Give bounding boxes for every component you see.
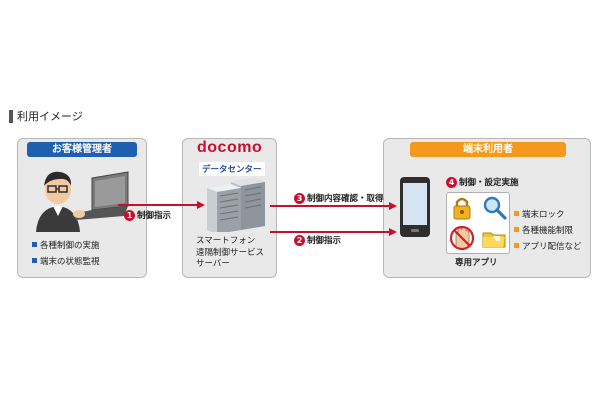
server-caption: スマートフォン 遠隔制御サービス サーバー [196,236,265,269]
bullet-icon [514,243,519,248]
admin-title: お客様管理者 [27,142,137,157]
person-at-laptop-icon [36,171,129,232]
bullet-icon [514,211,519,216]
page-heading: 利用イメージ [17,110,83,123]
magnifier-icon [480,194,508,222]
folder-icon [480,224,508,252]
app-label: 専用アプリ [455,258,498,268]
user-item: アプリ配信など [514,241,582,253]
user-item: 各種機能制限 [514,225,573,237]
hand-stop-icon [448,224,476,252]
server-icon [207,178,265,232]
bullet-icon [32,242,37,247]
user-title: 端末利用者 [410,142,566,157]
smartphone-icon [400,177,430,237]
docomo-logo: docomo [197,139,263,156]
admin-item: 各種制御の実施 [32,240,100,252]
datacenter-label: データセンター [199,162,265,176]
bullet-icon [514,227,519,232]
bullet-icon [32,258,37,263]
user-item: 端末ロック [514,209,565,221]
heading-marker [9,110,13,123]
admin-item: 端末の状態監視 [32,256,100,268]
padlock-icon [448,194,476,222]
